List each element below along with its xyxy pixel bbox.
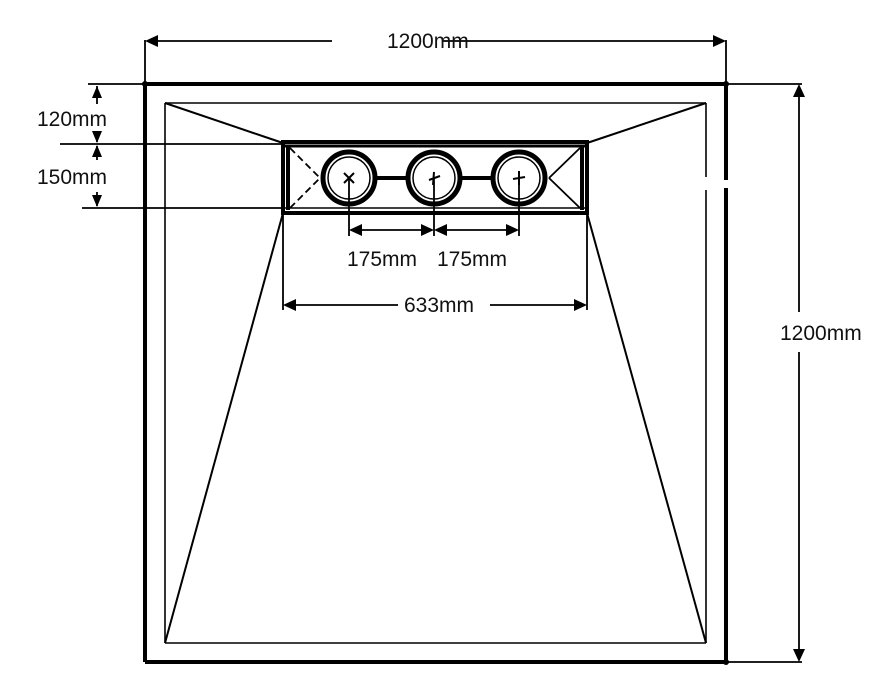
label-top-offset: 120mm — [37, 108, 107, 131]
label-channel-depth: 150mm — [37, 166, 107, 189]
dim-waste-spacing — [348, 178, 520, 236]
dim-left-offsets — [60, 83, 283, 209]
label-waste-spacing-right: 175mm — [437, 248, 507, 271]
dim-overall-width — [144, 35, 727, 84]
label-overall-width: 1200mm — [387, 30, 469, 53]
dim-channel-width — [282, 213, 588, 311]
label-channel-width: 633mm — [404, 294, 474, 317]
outer-tray — [142, 81, 729, 665]
label-overall-height: 1200mm — [780, 322, 862, 345]
inner-tray — [164, 102, 707, 644]
label-waste-spacing-left: 175mm — [347, 248, 417, 271]
slope-lines — [164, 102, 707, 644]
dim-overall-height — [726, 83, 805, 663]
drain-channel — [281, 140, 589, 215]
